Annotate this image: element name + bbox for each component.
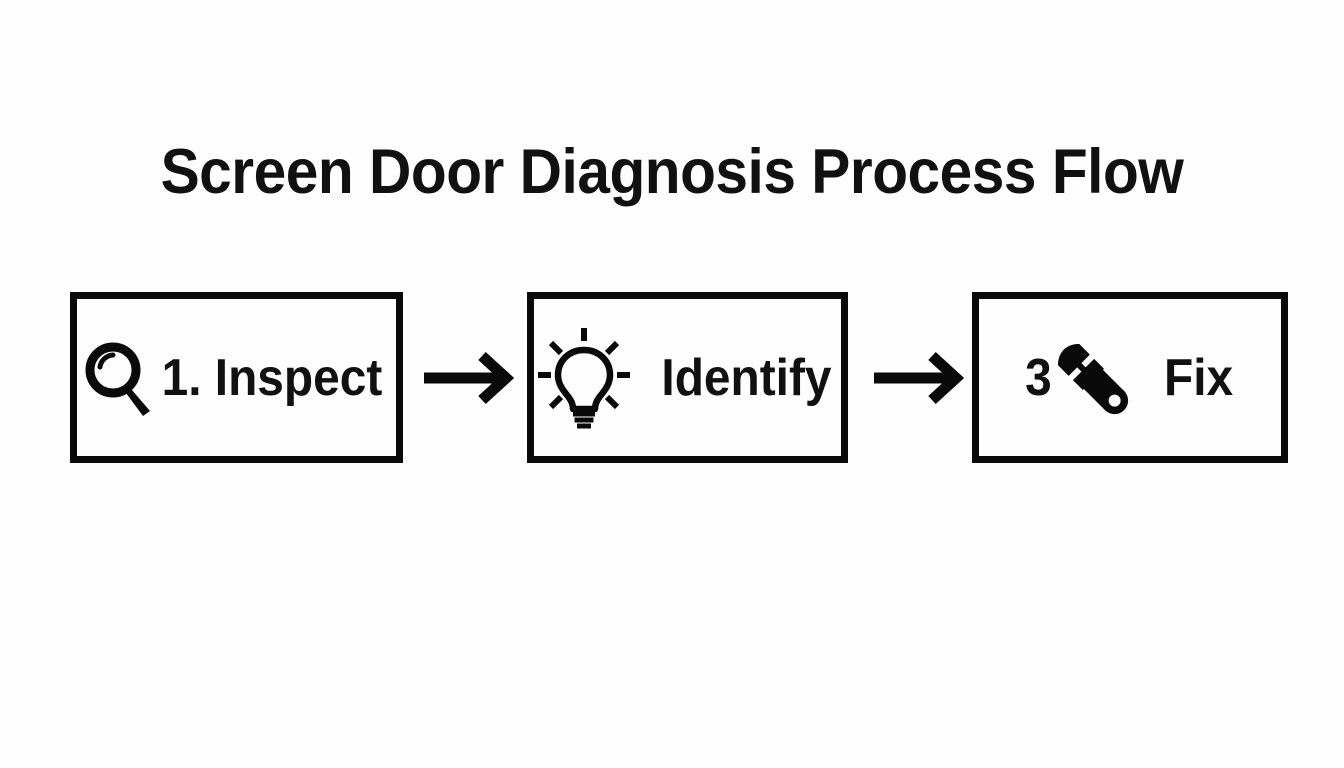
step-number-fix: 3 <box>1025 348 1052 407</box>
step-content: 3 Fix <box>979 338 1281 418</box>
step-label-identify: Identify <box>661 348 832 407</box>
step-content: 1. Inspect <box>76 339 398 417</box>
arrow-right-icon-2 <box>872 351 972 405</box>
process-flow-row: 1. Inspect <box>70 292 1288 463</box>
step-label-inspect: 1. Inspect <box>161 348 382 407</box>
step-box-fix[interactable]: 3 Fix <box>972 292 1288 463</box>
arrow-right-icon-1 <box>422 351 522 405</box>
step-box-identify[interactable]: Identify <box>527 292 848 463</box>
lightbulb-icon <box>536 326 632 430</box>
step-box-inspect[interactable]: 1. Inspect <box>70 292 403 463</box>
wrench-icon <box>1049 338 1135 418</box>
magnifier-icon <box>82 339 156 417</box>
page-title: Screen Door Diagnosis Process Flow <box>160 137 1184 207</box>
step-label-fix: Fix <box>1163 348 1234 407</box>
step-content: Identify <box>530 326 845 430</box>
